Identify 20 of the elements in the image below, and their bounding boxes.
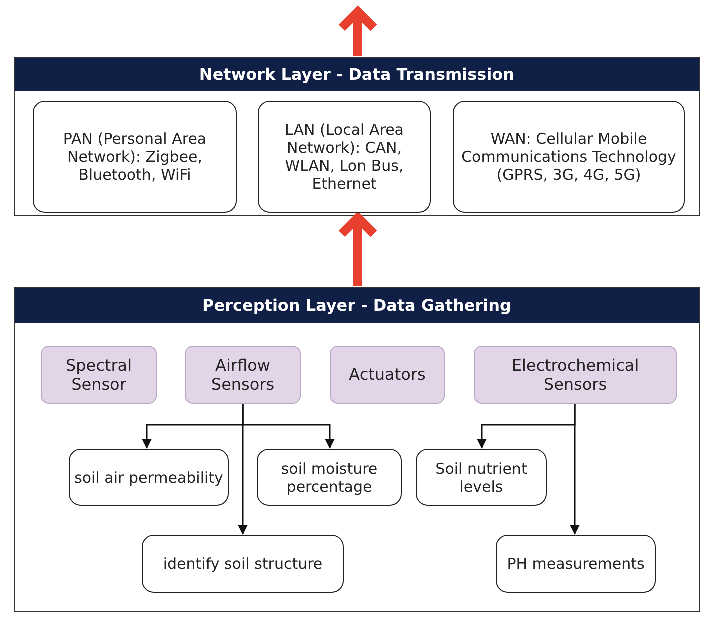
layer-panel [14, 57, 700, 216]
process-box: Soil nutrient levels [416, 449, 547, 506]
layer-heading: Network Layer - Data Transmission [15, 58, 699, 91]
layer-heading: Perception Layer - Data Gathering [15, 288, 699, 323]
thick-arrow [338, 8, 378, 56]
process-box: PAN (Personal Area Network): Zigbee, Bluetooth, WiFi [33, 101, 237, 213]
arrow [238, 403, 248, 535]
sensor-box: Actuators [330, 346, 445, 404]
process-box: LAN (Local Area Network): CAN, WLAN, Lon Bus, Ethernet [258, 101, 431, 213]
process-box: soil moisture percentage [257, 449, 402, 506]
arrow [570, 403, 580, 535]
thick-arrow [338, 214, 378, 286]
process-box: soil air permeability [69, 449, 229, 506]
process-box: PH measurements [496, 535, 656, 593]
sensor-box: Airflow Sensors [185, 346, 301, 404]
sensor-box: Spectral Sensor [41, 346, 157, 404]
process-box: identify soil structure [142, 535, 344, 593]
layer-panel [14, 287, 700, 612]
sensor-box: Electrochemical Sensors [474, 346, 677, 404]
process-box: WAN: Cellular Mobile Communications Technology (GPRS, 3G, 4G, 5G) [453, 101, 685, 213]
